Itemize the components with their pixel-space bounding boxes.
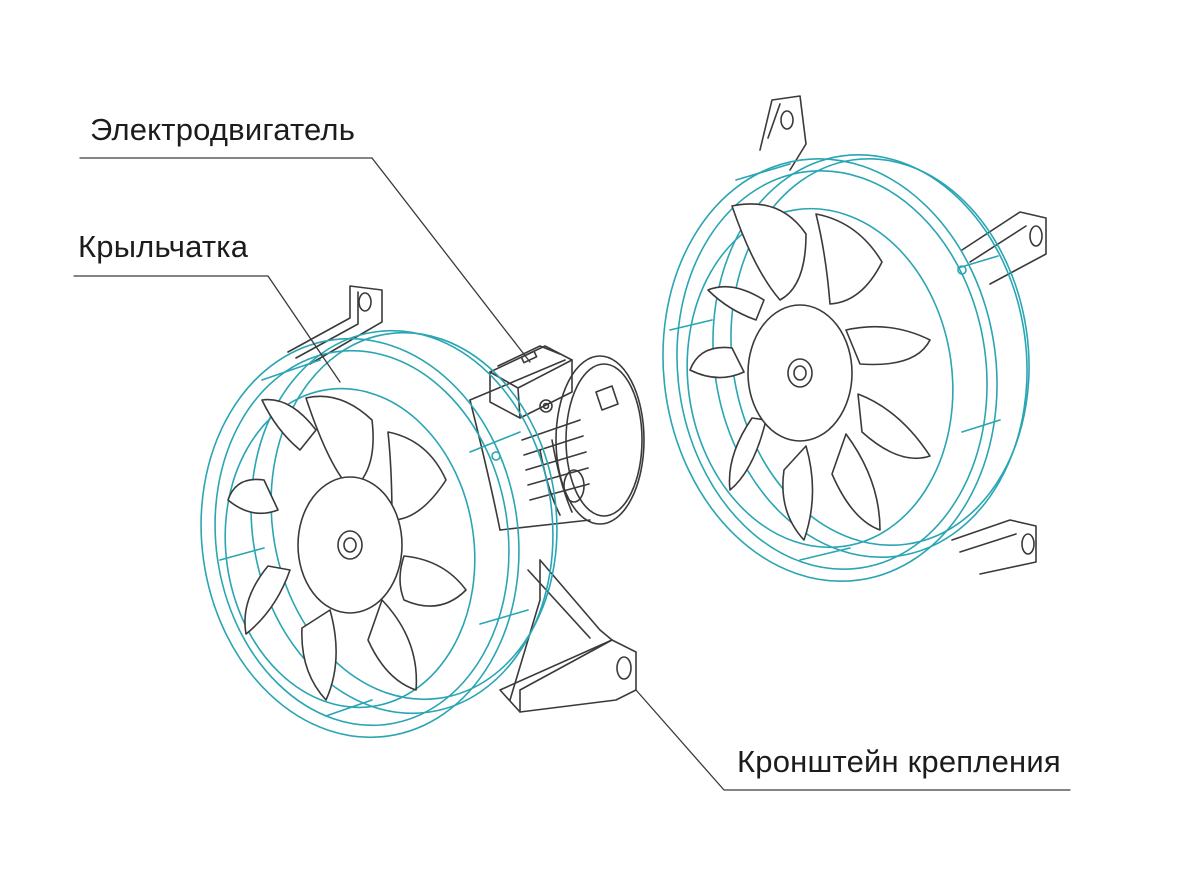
impeller-label: Крыльчатка bbox=[78, 229, 249, 264]
impeller-leader-line bbox=[73, 275, 341, 383]
left-impeller bbox=[227, 395, 467, 701]
left-fan-frame bbox=[200, 329, 558, 739]
motor-leader-line bbox=[79, 157, 531, 363]
right-fan-brackets bbox=[759, 95, 1047, 575]
left-fan bbox=[200, 285, 645, 739]
right-impeller bbox=[689, 203, 931, 541]
bracket-label: Кронштейн крепления bbox=[737, 744, 1061, 779]
mounting-bracket bbox=[499, 559, 637, 713]
bracket-leader-line bbox=[635, 689, 1071, 791]
right-fan bbox=[662, 95, 1047, 583]
motor-label: Электродвигатель bbox=[90, 112, 356, 147]
leader-lines bbox=[73, 157, 1071, 791]
